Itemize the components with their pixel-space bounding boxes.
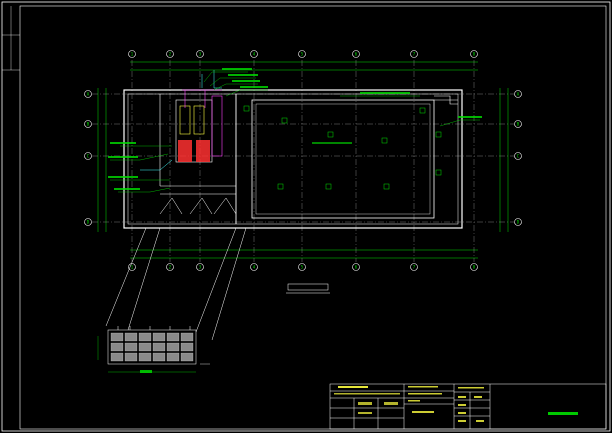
axis-bubble-top: 3 [196, 263, 204, 271]
sheet-inner-border [19, 5, 607, 430]
axis-bubble-top: 1 [128, 263, 136, 271]
axis-bubble-top: 8 [470, 263, 478, 271]
detail-cell [152, 352, 166, 362]
detail-cell [138, 332, 152, 342]
axis-bubble-label: 2 [169, 52, 172, 57]
detail-cell [138, 342, 152, 352]
detail-cell [152, 332, 166, 342]
detail-cell [110, 342, 124, 352]
drawing-number-stamp [548, 412, 578, 415]
equipment-room [140, 70, 223, 171]
dimension-lines [97, 61, 509, 259]
stair-ramps [159, 193, 237, 215]
axis-bubble-top: 8 [470, 50, 478, 58]
axis-bubble-side: C [84, 152, 92, 160]
axis-bubble-side: A [84, 90, 92, 98]
detail-cell [180, 332, 194, 342]
axis-bubble-top: 6 [352, 263, 360, 271]
axis-bubble-label: 7 [413, 52, 416, 57]
detail-cell [138, 352, 152, 362]
axis-bubble-label: C [517, 154, 520, 159]
axis-bubble-label: 2 [169, 265, 172, 270]
axis-bubble-side: B [84, 120, 92, 128]
axis-bubble-top: 1 [128, 50, 136, 58]
axis-bubble-label: D [517, 220, 520, 225]
detail-cell [166, 332, 180, 342]
axis-bubble-label: 8 [473, 265, 476, 270]
axis-bubble-top: 5 [298, 263, 306, 271]
leader-text-blocks [108, 68, 482, 190]
detail-cell [110, 332, 124, 342]
axis-bubble-label: 5 [301, 52, 304, 57]
detail-cell [110, 352, 124, 362]
axis-bubble-label: A [517, 92, 520, 97]
axis-bubble-side: D [514, 218, 522, 226]
axis-bubble-label: 7 [413, 265, 416, 270]
detail-cell [124, 332, 138, 342]
axis-bubble-label: B [87, 122, 90, 127]
axis-bubble-label: 3 [199, 265, 202, 270]
plan-title-group [286, 283, 330, 294]
axis-bubble-top: 6 [352, 50, 360, 58]
detail-cell [166, 352, 180, 362]
axis-bubble-side: A [514, 90, 522, 98]
equipment-tags [243, 105, 442, 190]
axis-bubble-label: 8 [473, 52, 476, 57]
axis-bubble-side: B [514, 120, 522, 128]
detail-grid [97, 326, 210, 373]
axis-bubble-label: B [517, 122, 520, 127]
axis-bubble-top: 7 [410, 263, 418, 271]
axis-bubble-top: 5 [298, 50, 306, 58]
detail-cells [110, 332, 194, 362]
axis-bubble-top: 2 [166, 50, 174, 58]
axis-bubble-top: 2 [166, 263, 174, 271]
axis-bubble-label: A [87, 92, 90, 97]
leader-annotations [110, 71, 480, 193]
axis-bubble-label: 1 [131, 265, 134, 270]
axis-bubble-label: 4 [253, 52, 256, 57]
axis-bubble-side: C [514, 152, 522, 160]
axis-bubble-top: 7 [410, 50, 418, 58]
axis-bubble-top: 4 [250, 50, 258, 58]
title-block [329, 383, 607, 430]
detail-cell [124, 342, 138, 352]
detail-cell [180, 352, 194, 362]
axis-bubble-label: C [87, 154, 90, 159]
detail-cell [180, 342, 194, 352]
axis-bubble-side: D [84, 218, 92, 226]
axis-bubble-label: 4 [253, 265, 256, 270]
axis-bubble-label: 5 [301, 265, 304, 270]
detail-cell [124, 352, 138, 362]
axis-bubble-top: 3 [196, 50, 204, 58]
axis-bubble-label: 3 [199, 52, 202, 57]
axis-bubble-label: 6 [355, 265, 358, 270]
axis-bubble-top: 4 [250, 263, 258, 271]
title-block-text-blocks [334, 386, 484, 422]
axis-bubble-label: 1 [131, 52, 134, 57]
building-walls [123, 89, 463, 229]
detail-cell [152, 342, 166, 352]
detail-cell [166, 342, 180, 352]
axis-bubble-label: D [87, 220, 90, 225]
axis-bubble-label: 6 [355, 52, 358, 57]
detail-projection-lines [105, 227, 247, 341]
